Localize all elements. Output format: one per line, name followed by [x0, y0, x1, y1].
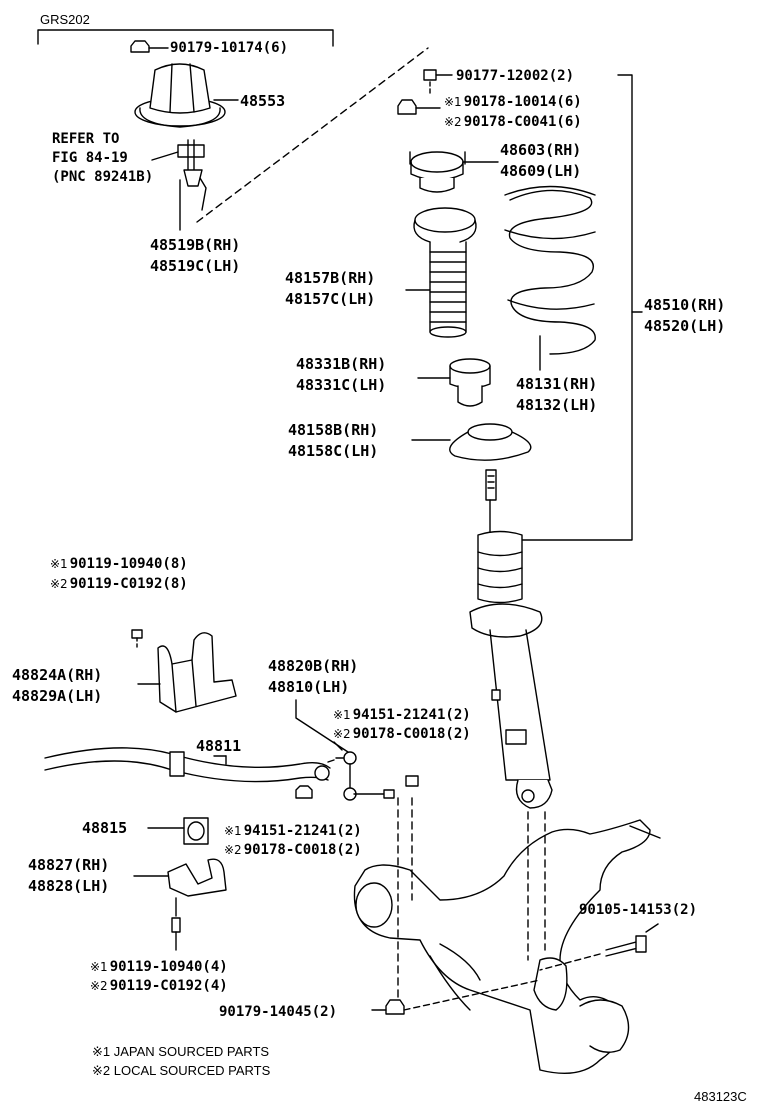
part-number-90119-c0192-a: 90119-C0192(8) [69, 576, 188, 592]
legend-note-2-text: LOCAL SOURCED PARTS [113, 1063, 271, 1078]
note-mark-1: ※1 [92, 1044, 111, 1059]
bellows-boot-illustration [405, 207, 477, 338]
part-label-48824a[interactable]: 48824A(RH) [12, 666, 103, 684]
part-label-48157b[interactable]: 48157B(RH) [285, 269, 376, 287]
note-mark-2: ※2 [50, 577, 68, 591]
top-nut-illustration [423, 69, 453, 97]
stabilizer-link-illustration [295, 699, 419, 801]
legend-note-2: ※2 LOCAL SOURCED PARTS [92, 1062, 270, 1080]
upper-cushion-illustration [134, 63, 239, 128]
part-label-90179-10174[interactable]: 90179-10174(6) [170, 40, 289, 56]
part-label-48158b[interactable]: 48158B(RH) [288, 421, 379, 439]
part-label-48810[interactable]: 48810(LH) [268, 678, 350, 696]
refer-bracket-illustration [151, 139, 207, 231]
part-number-90178-c0018-a: 90178-C0018(2) [352, 726, 471, 742]
note-mark-1: ※1 [224, 824, 242, 838]
part-label-48510[interactable]: 48510(RH) [644, 296, 726, 314]
assembly-dashed-line-1 [196, 47, 429, 223]
figure-code: 483123C [694, 1089, 747, 1104]
part-label-48553[interactable]: 48553 [240, 92, 286, 110]
part-label-48815[interactable]: 48815 [82, 819, 128, 837]
part-label-48132[interactable]: 48132(LH) [516, 396, 598, 414]
part-number-90119-10940-a: 90119-10940(8) [69, 556, 188, 572]
mount-nut-illustration [397, 99, 441, 115]
part-label-48828[interactable]: 48828(LH) [28, 877, 110, 895]
part-number-90119-10940-b: 90119-10940(4) [109, 959, 228, 975]
coil-spring-illustration [504, 185, 596, 371]
note-mark-2: ※2 [90, 979, 108, 993]
legend-note-1-text: JAPAN SOURCED PARTS [113, 1044, 270, 1059]
part-label-90105-14153[interactable]: 90105-14153(2) [579, 902, 698, 918]
stabilizer-bracket-illustration [131, 629, 237, 713]
part-label-90177-12002[interactable]: 90177-12002(2) [456, 68, 575, 84]
refer-line-1: REFER TO [52, 131, 120, 147]
part-label-48331c[interactable]: 48331C(LH) [296, 376, 387, 394]
upper-nut-illustration [130, 40, 169, 53]
part-label-48820b[interactable]: 48820B(RH) [268, 657, 359, 675]
part-label-48520[interactable]: 48520(LH) [644, 317, 726, 335]
model-bracket-line [37, 29, 334, 47]
refer-line-2: FIG 84-19 [52, 150, 128, 166]
spring-insulator-illustration [411, 423, 532, 461]
arm-bolt-illustration [539, 923, 659, 971]
assembly-bracket-line [507, 74, 633, 541]
bump-stopper-illustration [417, 358, 491, 407]
note-mark-1: ※1 [333, 708, 351, 722]
part-label-48131[interactable]: 48131(RH) [516, 375, 598, 393]
part-label-48158c[interactable]: 48158C(LH) [288, 442, 379, 460]
note-mark-2: ※2 [444, 115, 462, 129]
shock-absorber-illustration [469, 469, 553, 809]
part-number-90119-c0192-b: 90119-C0192(4) [109, 978, 228, 994]
part-number-94151-21241-b: 94151-21241(2) [243, 823, 362, 839]
note-mark-1: ※1 [90, 960, 108, 974]
note-mark-2: ※2 [224, 843, 242, 857]
part-label-48603[interactable]: 48603(RH) [500, 141, 582, 159]
part-number-90178-c0041: 90178-C0041(6) [463, 114, 582, 130]
note-mark-2: ※2 [333, 727, 351, 741]
refer-line-3: (PNC 89241B) [52, 169, 154, 185]
note-mark-1: ※1 [50, 557, 68, 571]
part-number-90178-10014: 90178-10014(6) [463, 94, 582, 110]
part-label-90179-14045[interactable]: 90179-14045(2) [219, 1004, 338, 1020]
note-mark-1: ※1 [444, 95, 462, 109]
part-label-48519b[interactable]: 48519B(RH) [150, 236, 241, 254]
note-mark-2: ※2 [92, 1063, 111, 1078]
legend-note-1: ※1 JAPAN SOURCED PARTS [92, 1043, 269, 1061]
part-label-48827[interactable]: 48827(RH) [28, 856, 110, 874]
part-number-94151-21241-a: 94151-21241(2) [352, 707, 471, 723]
bushing-clamp-illustration [133, 858, 227, 951]
part-label-48157c[interactable]: 48157C(LH) [285, 290, 376, 308]
stabilizer-bar-illustration [44, 747, 331, 783]
model-code: GRS202 [40, 12, 90, 27]
part-label-48331b[interactable]: 48331B(RH) [296, 355, 387, 373]
part-label-48609[interactable]: 48609(LH) [500, 162, 582, 180]
part-label-48829a[interactable]: 48829A(LH) [12, 687, 103, 705]
suspension-support-illustration [409, 151, 499, 193]
part-number-90178-c0018-b: 90178-C0018(2) [243, 842, 362, 858]
arm-nut-illustration [371, 979, 541, 1015]
part-label-48519c[interactable]: 48519C(LH) [150, 257, 241, 275]
lower-arm-illustration [353, 819, 661, 1075]
bushing-illustration [147, 817, 209, 845]
part-label-48811[interactable]: 48811 [196, 737, 242, 755]
